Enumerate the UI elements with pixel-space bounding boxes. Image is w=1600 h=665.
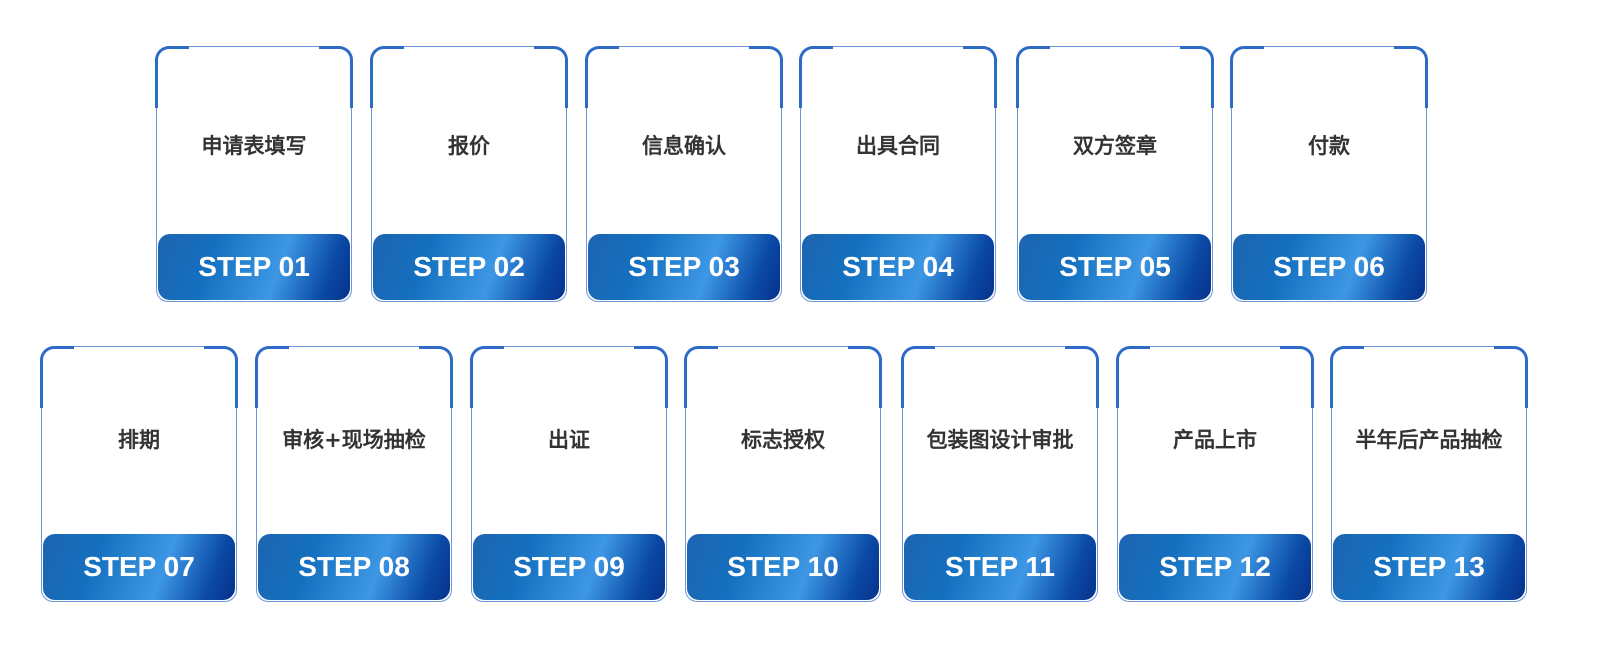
card-top-line <box>1264 46 1394 47</box>
step-card-11: 包装图设计审批 STEP 11 <box>901 346 1099 602</box>
step-card-07: 排期 STEP 07 <box>40 346 238 602</box>
card-corner-right <box>319 46 353 108</box>
card-corner-right <box>963 46 997 108</box>
card-corner-left <box>1330 346 1364 408</box>
step-number-banner: STEP 06 <box>1233 234 1425 300</box>
card-corner-right <box>634 346 668 408</box>
card-corner-left <box>585 46 619 108</box>
card-corner-right <box>1180 46 1214 108</box>
step-card-08: 审核+现场抽检 STEP 08 <box>255 346 453 602</box>
step-label: 审核+现场抽检 <box>282 428 426 452</box>
step-label: 付款 <box>1308 134 1350 158</box>
card-corner-left <box>799 46 833 108</box>
card-top-line <box>718 346 848 347</box>
card-corner-right <box>204 346 238 408</box>
card-corner-left <box>1230 46 1264 108</box>
step-number-banner: STEP 09 <box>473 534 665 600</box>
card-corner-right <box>1494 346 1528 408</box>
step-card-06: 付款 STEP 06 <box>1230 46 1428 302</box>
step-label: 产品上市 <box>1173 428 1257 452</box>
step-number-banner: STEP 10 <box>687 534 879 600</box>
step-label: 申请表填写 <box>201 134 307 158</box>
step-number-banner: STEP 11 <box>904 534 1096 600</box>
step-card-10: 标志授权 STEP 10 <box>684 346 882 602</box>
step-card-12: 产品上市 STEP 12 <box>1116 346 1314 602</box>
card-top-line <box>1050 46 1180 47</box>
step-number-banner: STEP 13 <box>1333 534 1525 600</box>
step-card-05: 双方签章 STEP 05 <box>1016 46 1214 302</box>
step-label: 包装图设计审批 <box>926 428 1074 452</box>
card-top-line <box>74 346 204 347</box>
step-card-13: 半年后产品抽检 STEP 13 <box>1330 346 1528 602</box>
step-label: 半年后产品抽检 <box>1355 428 1503 452</box>
step-number-banner: STEP 03 <box>588 234 780 300</box>
card-corner-left <box>40 346 74 408</box>
step-number-banner: STEP 07 <box>43 534 235 600</box>
step-number-banner: STEP 05 <box>1019 234 1211 300</box>
card-corner-left <box>901 346 935 408</box>
card-corner-right <box>419 346 453 408</box>
step-number-banner: STEP 04 <box>802 234 994 300</box>
card-corner-left <box>1116 346 1150 408</box>
step-label: 信息确认 <box>642 134 726 158</box>
card-top-line <box>833 46 963 47</box>
step-number-banner: STEP 12 <box>1119 534 1311 600</box>
card-top-line <box>935 346 1065 347</box>
card-corner-right <box>749 46 783 108</box>
card-corner-left <box>255 346 289 408</box>
card-top-line <box>1150 346 1280 347</box>
card-corner-right <box>1065 346 1099 408</box>
card-top-line <box>619 46 749 47</box>
card-top-line <box>289 346 419 347</box>
step-card-09: 出证 STEP 09 <box>470 346 668 602</box>
card-top-line <box>189 46 319 47</box>
step-card-03: 信息确认 STEP 03 <box>585 46 783 302</box>
step-number-banner: STEP 02 <box>373 234 565 300</box>
card-corner-left <box>1016 46 1050 108</box>
step-card-04: 出具合同 STEP 04 <box>799 46 997 302</box>
card-top-line <box>404 46 534 47</box>
step-label: 出具合同 <box>856 134 940 158</box>
step-label: 标志授权 <box>741 428 825 452</box>
step-label: 报价 <box>448 134 490 158</box>
step-label: 双方签章 <box>1073 134 1157 158</box>
step-label: 排期 <box>118 428 160 452</box>
card-corner-right <box>534 46 568 108</box>
card-corner-right <box>848 346 882 408</box>
card-corner-left <box>370 46 404 108</box>
step-number-banner: STEP 01 <box>158 234 350 300</box>
card-corner-left <box>155 46 189 108</box>
step-label: 出证 <box>548 428 590 452</box>
card-corner-right <box>1280 346 1314 408</box>
card-corner-left <box>470 346 504 408</box>
step-number-banner: STEP 08 <box>258 534 450 600</box>
card-corner-right <box>1394 46 1428 108</box>
step-card-01: 申请表填写 STEP 01 <box>155 46 353 302</box>
card-top-line <box>504 346 634 347</box>
card-top-line <box>1364 346 1494 347</box>
card-corner-left <box>684 346 718 408</box>
step-card-02: 报价 STEP 02 <box>370 46 568 302</box>
